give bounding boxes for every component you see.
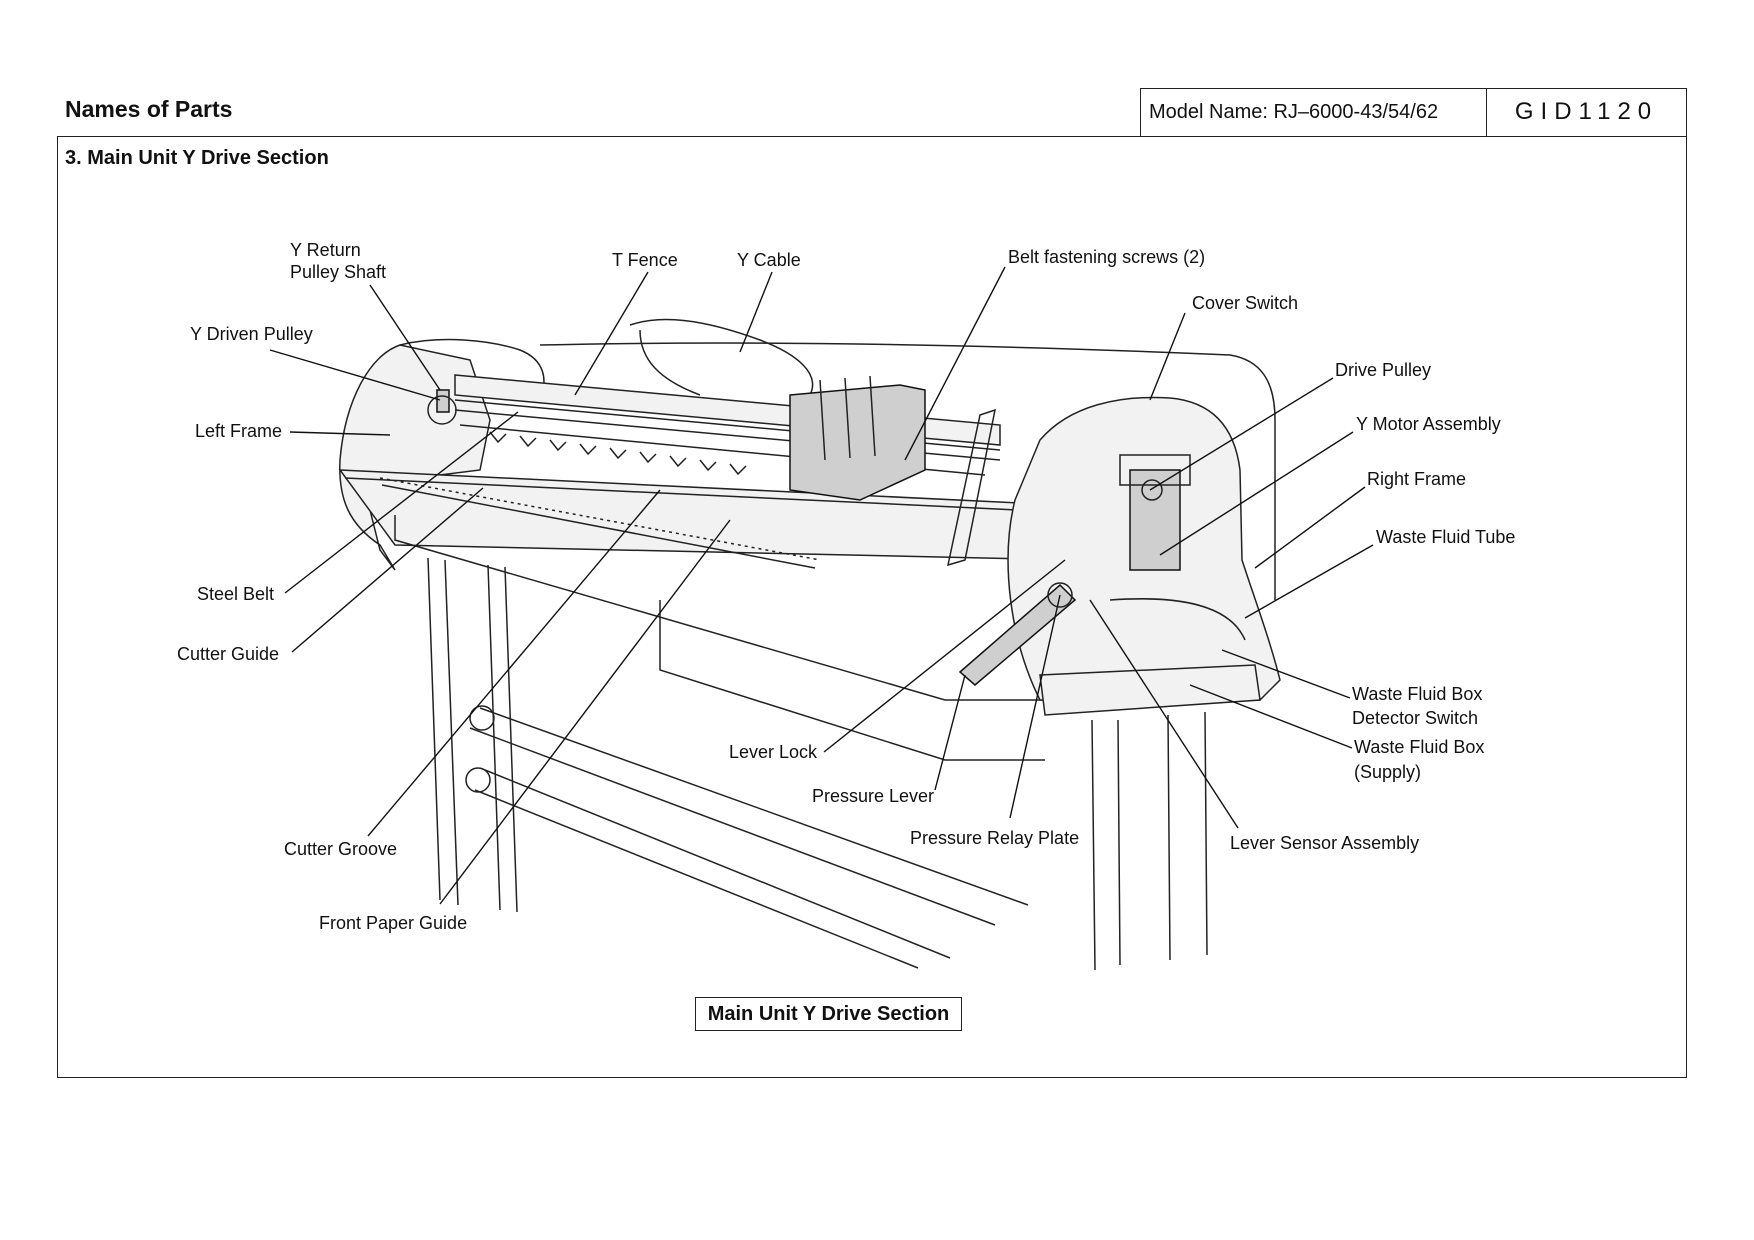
part-labels: Y Return Pulley Shaft T Fence Y Cable Be…	[177, 240, 1515, 933]
label-t-fence: T Fence	[612, 250, 678, 270]
content-frame	[57, 136, 1687, 1078]
doc-code-box: GID1120	[1486, 88, 1687, 136]
label-left-frame: Left Frame	[195, 421, 282, 441]
label-waste-fluid-box-supply-2: (Supply)	[1354, 762, 1421, 782]
label-waste-fluid-tube: Waste Fluid Tube	[1376, 527, 1515, 547]
label-waste-fluid-box-detector-1: Waste Fluid Box	[1352, 684, 1482, 704]
label-belt-fastening-screws: Belt fastening screws (2)	[1008, 247, 1205, 267]
label-right-frame: Right Frame	[1367, 469, 1466, 489]
platen-tooth-row	[489, 431, 747, 476]
label-steel-belt: Steel Belt	[197, 584, 274, 604]
label-cutter-guide: Cutter Guide	[177, 644, 279, 664]
label-y-return-pulley-shaft-1: Y Return	[290, 240, 361, 260]
label-waste-fluid-box-detector-2: Detector Switch	[1352, 708, 1478, 728]
label-lever-sensor-assembly: Lever Sensor Assembly	[1230, 833, 1419, 853]
section-title: 3. Main Unit Y Drive Section	[65, 147, 329, 169]
label-pressure-lever: Pressure Lever	[812, 786, 934, 806]
page-header-title: Names of Parts	[65, 96, 233, 122]
label-y-motor-assembly: Y Motor Assembly	[1356, 414, 1501, 434]
label-y-driven-pulley: Y Driven Pulley	[190, 324, 313, 344]
label-front-paper-guide: Front Paper Guide	[319, 913, 467, 933]
label-cover-switch: Cover Switch	[1192, 293, 1298, 313]
label-lever-lock: Lever Lock	[729, 742, 818, 762]
leader-lines	[269, 266, 1374, 905]
label-pressure-relay-plate: Pressure Relay Plate	[910, 828, 1079, 848]
label-y-cable: Y Cable	[737, 250, 801, 270]
machine-illustration	[338, 318, 1281, 971]
label-drive-pulley: Drive Pulley	[1335, 360, 1431, 380]
label-cutter-groove: Cutter Groove	[284, 839, 397, 859]
label-y-return-pulley-shaft-2: Pulley Shaft	[290, 262, 386, 282]
label-waste-fluid-box-supply-1: Waste Fluid Box	[1354, 737, 1484, 757]
diagram-caption: Main Unit Y Drive Section	[695, 997, 962, 1031]
